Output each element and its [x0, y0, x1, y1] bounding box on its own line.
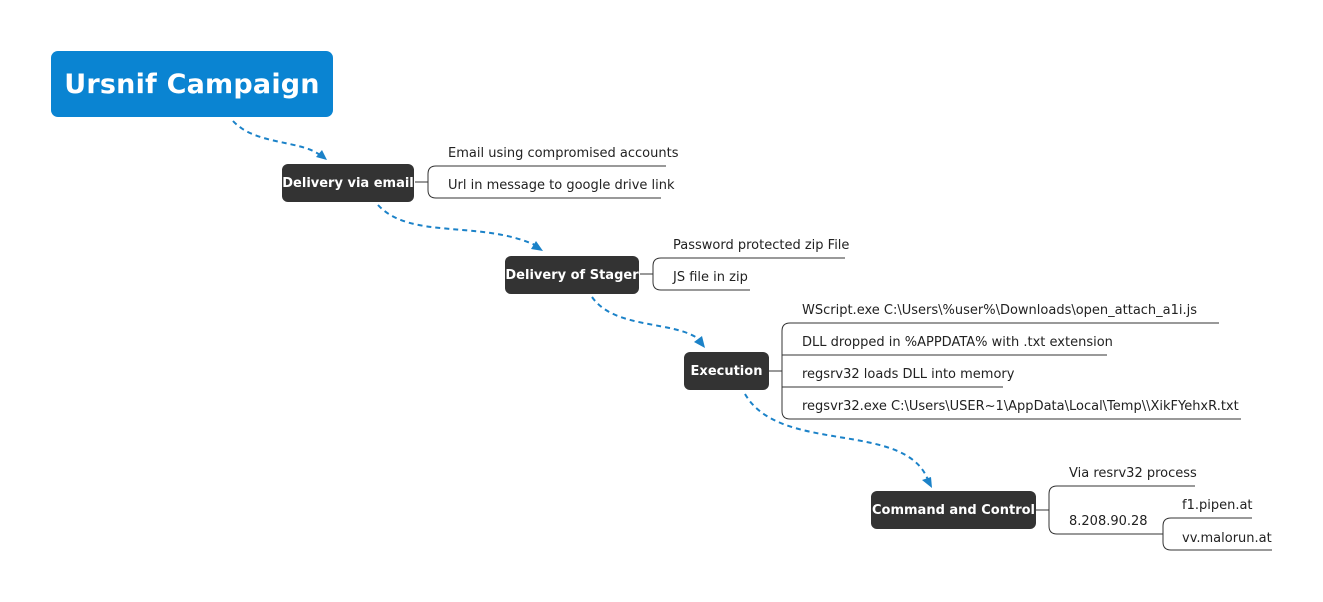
leaf-email-compromised-accounts[interactable]: Email using compromised accounts: [448, 146, 679, 161]
connector-execution-to-c2: [744, 393, 929, 481]
connector-stager-to-execution: [591, 296, 701, 341]
branch-lines-stager: [640, 257, 845, 291]
leaf-ip-address[interactable]: 8.208.90.28: [1069, 514, 1148, 529]
leaf-via-resrv32[interactable]: Via resrv32 process: [1069, 466, 1197, 481]
leaf-wscript-command[interactable]: WScript.exe C:\Users\%user%\Downloads\op…: [802, 303, 1198, 318]
root-node[interactable]: Ursnif Campaign: [51, 51, 333, 117]
branch-lines-email: [415, 165, 666, 199]
leaf-dll-dropped[interactable]: DLL dropped in %APPDATA% with .txt exten…: [802, 335, 1113, 350]
topic-delivery-of-stager[interactable]: Delivery of Stager: [505, 256, 639, 294]
branch-lines-ip: [1149, 517, 1272, 551]
topic-delivery-via-email[interactable]: Delivery via email: [282, 164, 414, 202]
topic-command-and-control[interactable]: Command and Control: [871, 491, 1036, 529]
arrowhead: [922, 477, 932, 488]
connector-email-to-stager: [377, 204, 536, 246]
leaf-domain-malorun[interactable]: vv.malorun.at: [1182, 531, 1272, 546]
topic-label: Execution: [690, 363, 763, 379]
topic-label: Delivery via email: [282, 175, 414, 191]
branch-lines-execution: [769, 322, 1241, 420]
leaf-domain-pipen[interactable]: f1.pipen.at: [1182, 498, 1253, 513]
leaf-regsrv32-loads-dll[interactable]: regsrv32 loads DLL into memory: [802, 367, 1015, 382]
topic-label: Delivery of Stager: [505, 267, 639, 283]
leaf-url-google-drive[interactable]: Url in message to google drive link: [448, 178, 675, 193]
arrowhead: [531, 241, 543, 251]
branch-lines-c2: [1036, 485, 1195, 535]
topic-label: Command and Control: [871, 502, 1036, 518]
root-title: Ursnif Campaign: [64, 68, 320, 100]
arrowhead: [316, 150, 327, 160]
leaf-regsvr32-command[interactable]: regsvr32.exe C:\Users\USER~1\AppData\Loc…: [802, 399, 1239, 414]
topic-execution[interactable]: Execution: [684, 352, 769, 390]
leaf-js-file-in-zip[interactable]: JS file in zip: [673, 270, 748, 285]
leaf-password-zip[interactable]: Password protected zip File: [673, 238, 850, 253]
connector-root-to-delivery-email: [232, 120, 321, 156]
arrowhead: [694, 336, 705, 348]
